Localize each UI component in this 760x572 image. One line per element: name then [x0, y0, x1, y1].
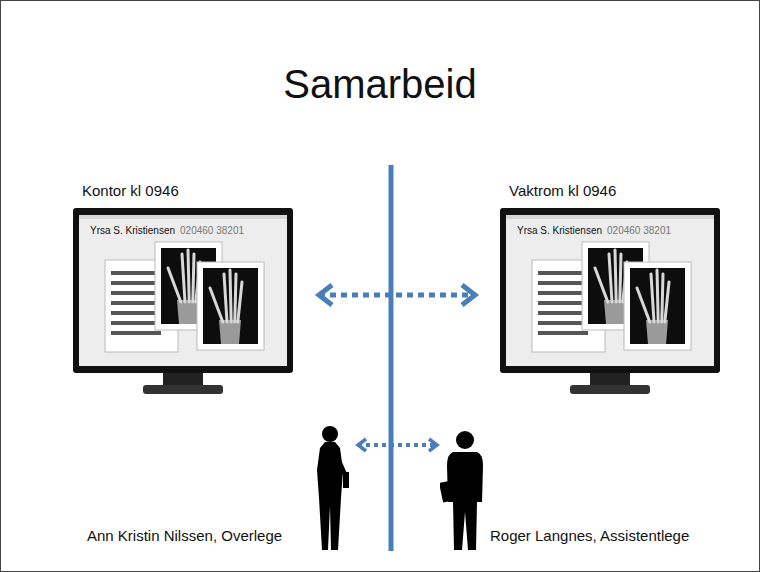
patient-name: Yrsa S. Kristiensen	[517, 225, 602, 236]
monitor-shape	[500, 181, 721, 397]
person-label: Ann Kristin Nilssen, Overlege	[87, 526, 282, 545]
slide-title: Samarbeid	[0, 62, 760, 107]
dotted-double-arrow	[358, 443, 437, 447]
patient-id: 020460 38201	[607, 225, 671, 236]
patient-header: Yrsa S. Kristiensen 020460 38201	[73, 224, 294, 237]
person-node: Ann Kristin Nilssen, Overlege	[85, 420, 355, 552]
location-label: Kontor kl 0946	[73, 181, 294, 201]
monitor-node: Kontor kl 0946Yrsa S. Kristiensen 020460 …	[73, 181, 294, 397]
location-label: Vaktrom kl 0946	[500, 181, 721, 201]
monitor-shape	[73, 181, 294, 397]
person-label: Roger Langnes, Assistentlege	[490, 526, 689, 545]
divider-line	[389, 165, 394, 551]
monitor-node: Vaktrom kl 0946Yrsa S. Kristiensen 020460…	[500, 181, 721, 397]
patient-name: Yrsa S. Kristiensen	[90, 225, 175, 236]
dotted-double-arrow	[319, 293, 475, 298]
patient-header: Yrsa S. Kristiensen 020460 38201	[500, 224, 721, 237]
patient-id: 020460 38201	[180, 225, 244, 236]
person-node: Roger Langnes, Assistentlege	[440, 420, 722, 552]
